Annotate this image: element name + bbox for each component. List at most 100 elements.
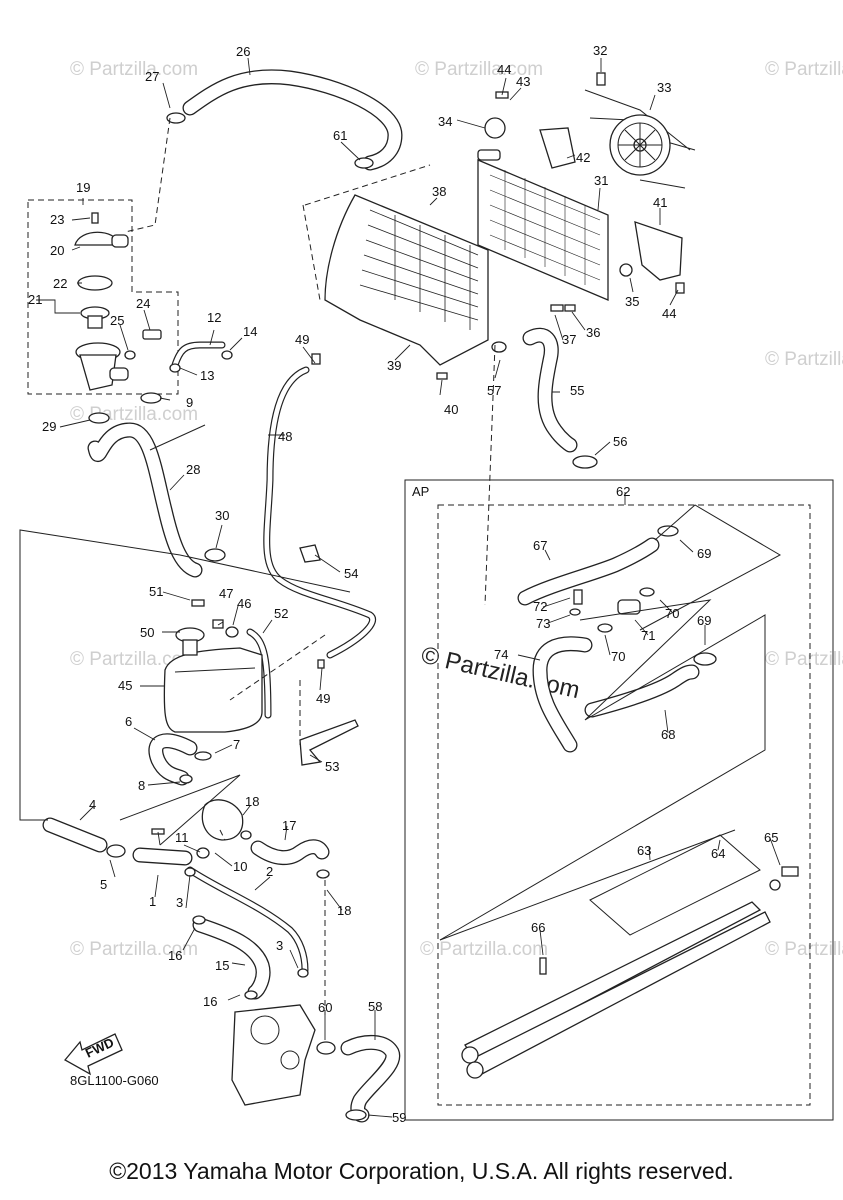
callout-11: 11 xyxy=(175,830,189,845)
hose-67 xyxy=(517,537,660,606)
callout-48: 48 xyxy=(278,429,292,444)
callout-68: 68 xyxy=(661,727,675,742)
callout-25: 25 xyxy=(110,313,124,328)
callout-38: 38 xyxy=(432,184,446,199)
callout-12: 12 xyxy=(207,310,221,325)
callout-9: 9 xyxy=(186,395,193,410)
watermark: © Partzilla.com xyxy=(765,349,843,370)
callout-8: 8 xyxy=(138,778,145,793)
callout-4: 4 xyxy=(89,797,96,812)
callout-57: 57 xyxy=(487,383,501,398)
callout-37: 37 xyxy=(562,332,576,347)
watermark: © Partzilla.com xyxy=(765,59,843,80)
clamp-54 xyxy=(299,544,321,563)
callout-1: 1 xyxy=(149,894,156,909)
reservoir-45 xyxy=(163,647,263,733)
callout-22: 22 xyxy=(53,276,67,291)
assembly-label: AP xyxy=(412,484,429,499)
hose-4 xyxy=(42,817,108,853)
bolt-65 xyxy=(781,866,799,877)
water-pump xyxy=(231,1004,316,1106)
hose-58 xyxy=(340,1035,401,1123)
watermark: © Partzilla.com xyxy=(765,649,843,670)
ap-inner-dashed-box xyxy=(437,504,811,1106)
hose-74 xyxy=(532,636,593,753)
callout-56: 56 xyxy=(613,434,627,449)
callout-13: 13 xyxy=(200,368,214,383)
watermark: © Partzilla.com xyxy=(70,649,198,670)
callout-34: 34 xyxy=(438,114,452,129)
callout-46: 46 xyxy=(237,596,251,611)
callout-14: 14 xyxy=(243,324,257,339)
callout-18: 18 xyxy=(245,794,259,809)
callout-62: 62 xyxy=(616,484,630,499)
hose-1 xyxy=(132,847,193,866)
callout-54: 54 xyxy=(344,566,358,581)
radiator-31 xyxy=(477,149,609,301)
callout-36: 36 xyxy=(586,325,600,340)
callout-69: 69 xyxy=(697,546,711,561)
callout-70: 70 xyxy=(665,606,679,621)
bracket-41 xyxy=(634,221,683,281)
callout-26: 26 xyxy=(236,44,250,59)
callout-55: 55 xyxy=(570,383,584,398)
callout-41: 41 xyxy=(653,195,667,210)
callout-3: 3 xyxy=(276,938,283,953)
watermark: © Partzilla.com xyxy=(420,939,548,960)
callout-33: 33 xyxy=(657,80,671,95)
callout-39: 39 xyxy=(387,358,401,373)
callout-5: 5 xyxy=(100,877,107,892)
callout-67: 67 xyxy=(533,538,547,553)
watermarks: © Partzilla.com © Partzilla.com © Partzi… xyxy=(70,59,843,960)
pipe-63 xyxy=(461,901,771,1079)
callout-18: 18 xyxy=(337,903,351,918)
callout-65: 65 xyxy=(764,830,778,845)
washer-64 xyxy=(769,879,781,891)
leader-lines xyxy=(36,57,781,1118)
callout-73: 73 xyxy=(536,616,550,631)
callout-63: 63 xyxy=(637,843,651,858)
callout-16: 16 xyxy=(203,994,217,1009)
hose-15 xyxy=(192,917,271,1000)
callout-19: 19 xyxy=(76,180,90,195)
callout-30: 30 xyxy=(215,508,229,523)
callout-43: 43 xyxy=(516,74,530,89)
hardware xyxy=(88,72,717,1121)
hose-28 xyxy=(87,422,203,578)
callout-47: 47 xyxy=(219,586,233,601)
callout-20: 20 xyxy=(50,243,64,258)
fwd-arrow: FWD xyxy=(63,1033,123,1076)
callout-45: 45 xyxy=(118,678,132,693)
watermark: © Partzilla.com xyxy=(70,939,198,960)
callout-24: 24 xyxy=(136,296,150,311)
thermostat-group-box xyxy=(27,199,179,395)
housing-25 xyxy=(75,342,129,391)
cap-50 xyxy=(175,627,205,656)
callout-10: 10 xyxy=(233,859,247,874)
hose-68 xyxy=(584,664,700,718)
callout-66: 66 xyxy=(531,920,545,935)
callout-15: 15 xyxy=(215,958,229,973)
callout-71: 71 xyxy=(641,628,655,643)
callout-21: 21 xyxy=(28,292,42,307)
fan-33 xyxy=(584,89,696,189)
collar-35 xyxy=(619,263,633,277)
callout-49: 49 xyxy=(316,691,330,706)
diagram-code: 8GL1100-G060 xyxy=(70,1073,159,1088)
callout-58: 58 xyxy=(368,999,382,1014)
cap-34 xyxy=(484,117,506,139)
callout-44: 44 xyxy=(497,62,511,77)
copyright-notice: ©2013 Yamaha Motor Corporation, U.S.A. A… xyxy=(109,1158,734,1184)
sensor-24 xyxy=(142,329,162,340)
gasket-22 xyxy=(77,275,113,291)
watermark: © Partzilla.com xyxy=(70,59,198,80)
callout-69: 69 xyxy=(697,613,711,628)
callout-3: 3 xyxy=(176,895,183,910)
callout-60: 60 xyxy=(318,1000,332,1015)
callout-16: 16 xyxy=(168,948,182,963)
callout-51: 51 xyxy=(149,584,163,599)
callout-6: 6 xyxy=(125,714,132,729)
watermark: © Partzilla.com xyxy=(415,59,543,80)
callout-70: 70 xyxy=(611,649,625,664)
bracket-42 xyxy=(539,127,576,169)
